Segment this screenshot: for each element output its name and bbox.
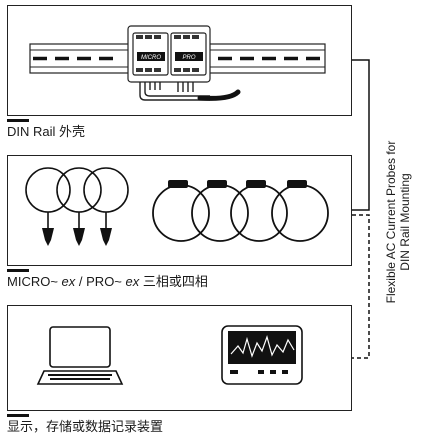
caption-ex-2: ex: [125, 274, 140, 289]
laptop-icon: [36, 326, 124, 385]
micro-probe-heads: [42, 228, 112, 246]
caption-phase: 三相或四相: [142, 274, 208, 289]
module-brand-plate: [175, 52, 203, 61]
caption-underline: [7, 119, 29, 122]
connector-lines: [352, 59, 370, 359]
pro-probe-clasps: [168, 180, 307, 188]
data-logger-icon: [221, 325, 303, 385]
module-brand-left: MICRO: [141, 55, 161, 61]
module-brand-plate: [137, 52, 165, 61]
terminal-blocks: [136, 35, 199, 72]
pro-probes: [152, 184, 329, 242]
din-rail-caption: DIN Rail 外壳: [7, 124, 86, 139]
din-rail-graphic: MICRO PRO: [29, 25, 326, 101]
caption-pro: / PRO~: [78, 274, 122, 289]
power-cable: [197, 89, 241, 101]
caption-ex-1: ex: [61, 274, 76, 289]
probes-caption: MICRO~ ex / PRO~ ex 三相或四相: [7, 274, 208, 290]
caption-underline: [7, 269, 29, 272]
laptop-keyboard: [48, 374, 112, 380]
module-brand-right: PRO: [182, 55, 195, 61]
micro-probes: [25, 167, 129, 230]
module-cables: [139, 82, 210, 101]
display-caption: 显示，存储或数据记录装置: [7, 419, 164, 434]
caption-micro: MICRO~: [7, 274, 58, 289]
caption-underline: [7, 414, 29, 417]
